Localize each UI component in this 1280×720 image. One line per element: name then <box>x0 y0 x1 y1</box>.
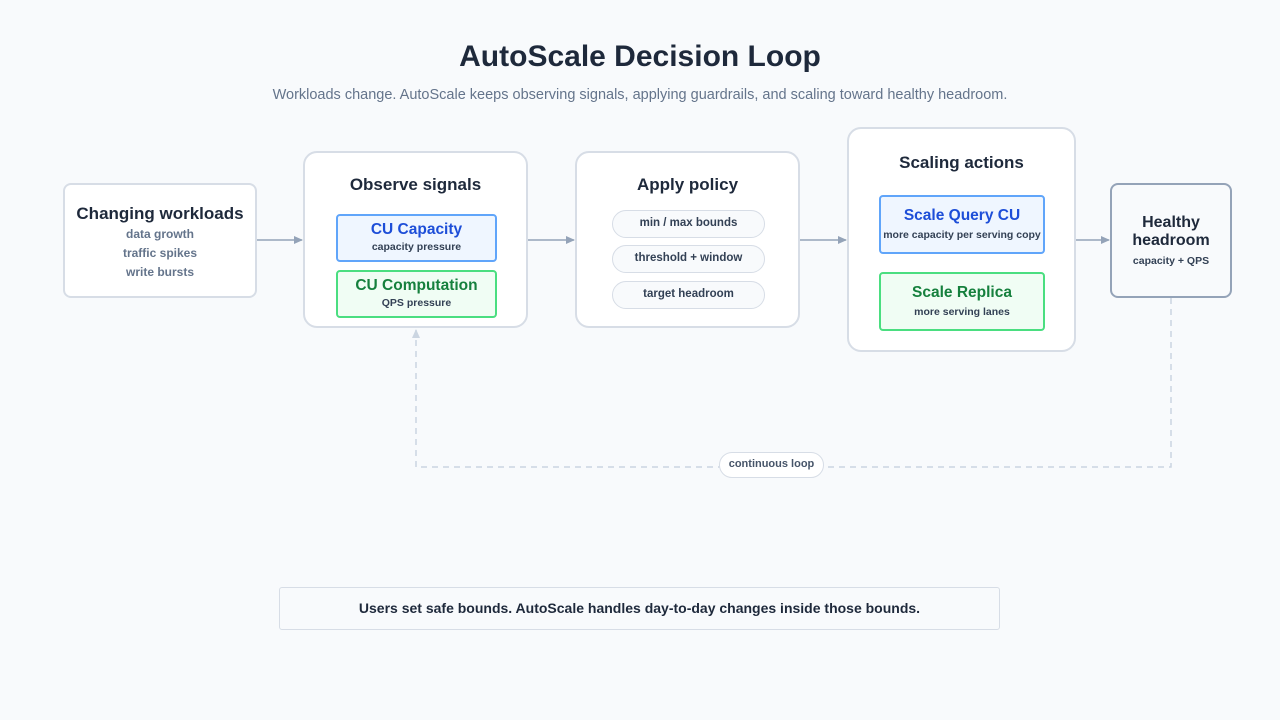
scale-replica-sub: more serving lanes <box>914 306 1010 318</box>
loop-back-path <box>412 298 1172 468</box>
page-title: AutoScale Decision Loop <box>459 40 821 73</box>
footer-note: Users set safe bounds. AutoScale handles… <box>279 587 1000 630</box>
cu-computation-sub: QPS pressure <box>381 297 452 309</box>
observe-signals-card: Observe signals CU Capacity capacity pre… <box>303 151 528 328</box>
policy-item: threshold + window <box>612 245 765 273</box>
cu-capacity-sub: capacity pressure <box>371 241 462 253</box>
cu-capacity-title: CU Capacity <box>370 221 463 238</box>
cu-computation-title: CU Computation <box>355 277 478 294</box>
scale-replica-chip: Scale Replica more serving lanes <box>879 272 1045 331</box>
scale-replica-title: Scale Replica <box>912 284 1012 301</box>
scale-query-cu-title: Scale Query CU <box>903 207 1021 224</box>
workload-item: write bursts <box>125 265 194 279</box>
observe-signals-title: Observe signals <box>349 175 482 194</box>
workload-item: data growth <box>126 227 194 241</box>
workloads-title: Changing workloads <box>76 204 244 223</box>
cu-capacity-chip: CU Capacity capacity pressure <box>336 214 497 262</box>
healthy-headroom-card: Healthy headroom capacity + QPS <box>1110 183 1232 298</box>
page-subtitle: Workloads change. AutoScale keeps observ… <box>272 87 1008 103</box>
scale-query-cu-chip: Scale Query CU more capacity per serving… <box>879 195 1045 254</box>
scale-query-cu-sub: more capacity per serving copy <box>883 229 1041 241</box>
healthy-title-line2: headroom <box>1132 232 1210 249</box>
scaling-actions-title: Scaling actions <box>899 153 1024 172</box>
apply-policy-title: Apply policy <box>636 175 739 194</box>
policy-item: min / max bounds <box>612 210 765 238</box>
workloads-card: Changing workloads data growth traffic s… <box>63 183 257 298</box>
policy-item: target headroom <box>612 281 765 309</box>
apply-policy-card: Apply policy min / max bounds threshold … <box>575 151 800 328</box>
cu-computation-chip: CU Computation QPS pressure <box>336 270 497 318</box>
healthy-title-line1: Healthy <box>1142 214 1200 231</box>
workload-item: traffic spikes <box>122 246 198 260</box>
continuous-loop-label: continuous loop <box>719 452 824 478</box>
healthy-sub: capacity + QPS <box>1132 255 1210 267</box>
scaling-actions-card: Scaling actions Scale Query CU more capa… <box>847 127 1076 352</box>
